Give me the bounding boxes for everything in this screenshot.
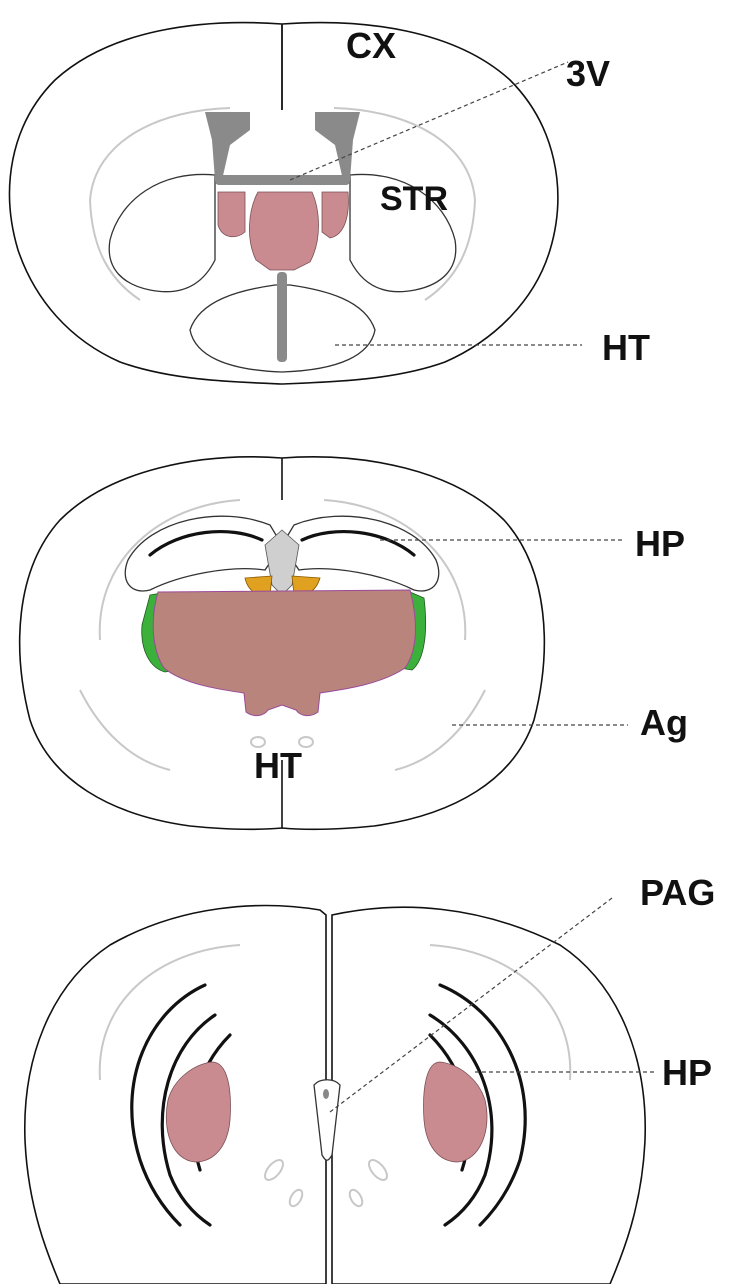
label-3v: 3V (566, 53, 610, 94)
section-1-third-ventricle (215, 175, 350, 185)
brain-section-1: CX 3V STR HT (10, 23, 650, 384)
section-1-pink-left (218, 192, 245, 237)
label-hp-section-3: HP (662, 1052, 712, 1093)
label-cx: CX (346, 25, 396, 66)
section-1-pink-center (249, 192, 318, 270)
label-str: STR (380, 180, 448, 218)
label-ht-section-1: HT (602, 327, 650, 368)
label-ht-section-2: HT (254, 745, 302, 786)
brain-section-2: HP Ag HT (20, 457, 688, 829)
label-pag: PAG (640, 872, 715, 913)
brain-section-3: PAG HP (25, 872, 716, 1284)
section-3-aqueduct-dot (323, 1089, 329, 1099)
section-1-ventral-ventricle (277, 272, 287, 362)
label-ag: Ag (640, 702, 688, 743)
label-hp-section-2: HP (635, 523, 685, 564)
